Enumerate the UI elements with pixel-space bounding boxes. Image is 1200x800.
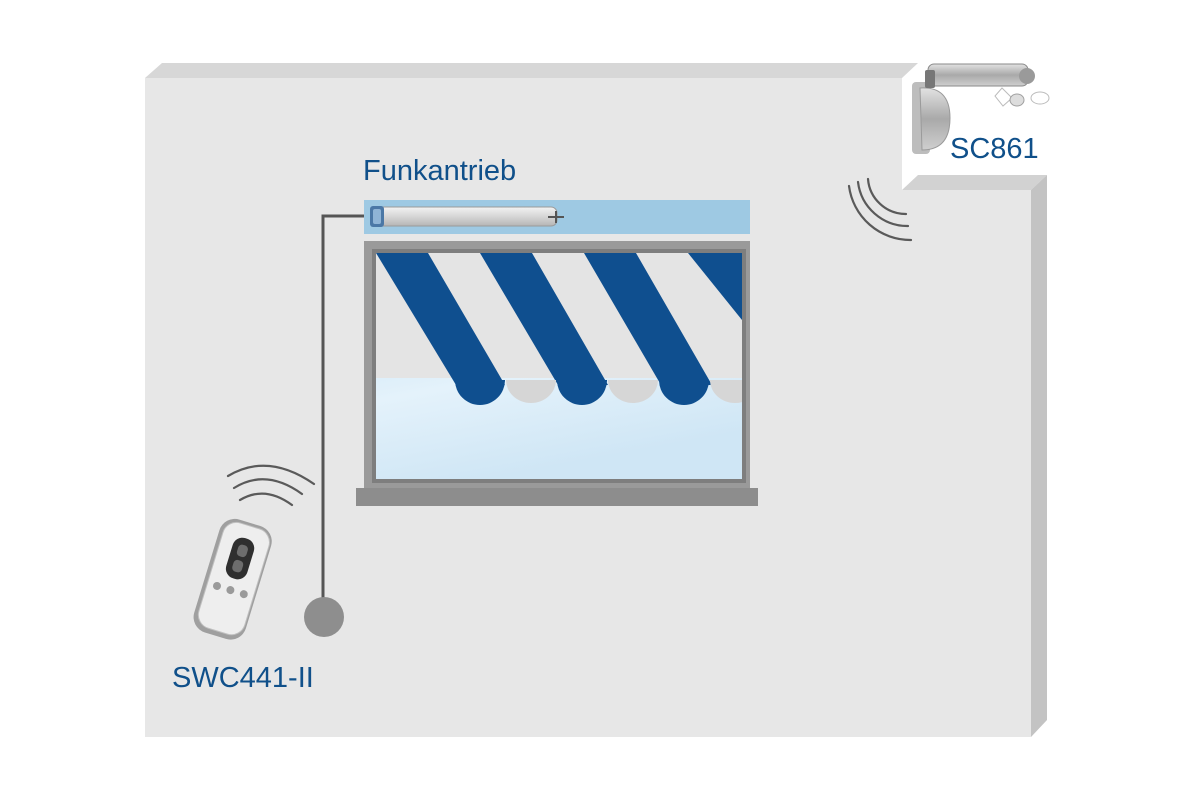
awning-stripe bbox=[480, 253, 608, 385]
awning-valance-scallop bbox=[557, 380, 607, 405]
power-cable bbox=[304, 214, 364, 637]
tubular-motor-icon bbox=[370, 206, 564, 227]
awning-fabric bbox=[376, 253, 742, 405]
wind-sun-sensor-icon bbox=[912, 63, 1050, 154]
remote-label: SWC441-II bbox=[172, 662, 314, 694]
wall-side-face bbox=[1031, 175, 1047, 737]
awning-valance-scallop bbox=[659, 380, 709, 405]
awning-cassette bbox=[364, 200, 750, 234]
awning-stripe bbox=[688, 253, 742, 320]
awning-valance-scallop bbox=[710, 380, 742, 403]
remote-control-icon bbox=[193, 518, 272, 640]
awning-valance-scallop bbox=[608, 380, 658, 403]
wall-step-top bbox=[902, 175, 1047, 190]
power-connector-icon bbox=[304, 597, 344, 637]
awning-valance-scallop bbox=[455, 380, 505, 405]
awning-stripe bbox=[584, 253, 712, 385]
radio-waves-icon bbox=[226, 464, 316, 507]
motor-label: Funkantrieb bbox=[363, 155, 517, 187]
window-sill bbox=[356, 488, 758, 506]
awning-stripe bbox=[376, 253, 505, 385]
wall-top-face bbox=[145, 63, 918, 78]
window-with-awning bbox=[356, 241, 758, 506]
radio-waves-icon bbox=[847, 177, 913, 242]
sensor-label: SC861 bbox=[950, 133, 1039, 165]
awning-valance-scallop bbox=[506, 380, 556, 403]
